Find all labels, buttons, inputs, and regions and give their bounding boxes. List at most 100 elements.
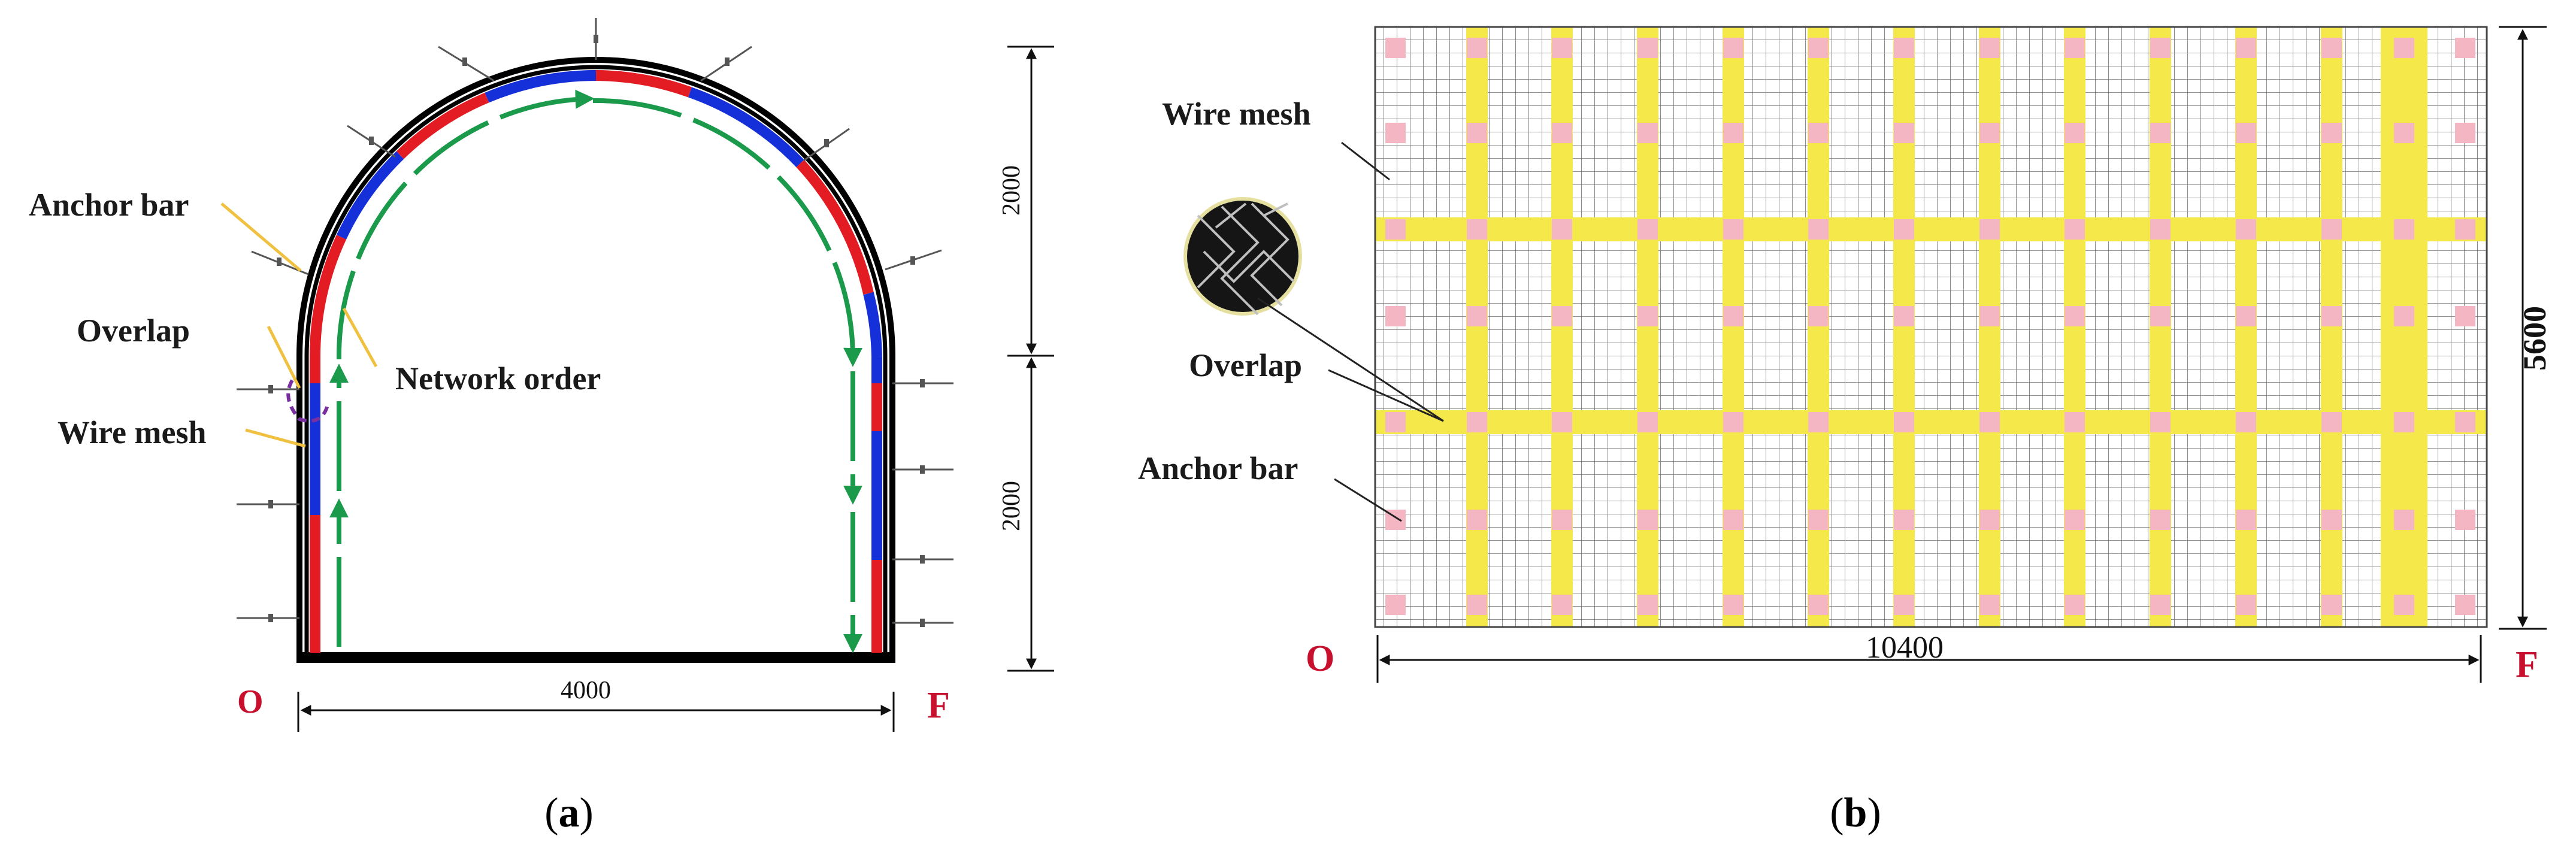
anchor-bar-marker bbox=[1552, 123, 1572, 143]
anchor-bar-marker bbox=[2150, 219, 2171, 240]
anchor-bar-marker bbox=[2394, 306, 2414, 326]
mesh-strip-red bbox=[396, 92, 489, 159]
anchor-bar-marker bbox=[2455, 123, 2475, 143]
anchor-bar-marker bbox=[2394, 219, 2414, 240]
anchor-bar-marker bbox=[1979, 38, 2000, 58]
anchor-bar-marker bbox=[2321, 219, 2342, 240]
anchor-bar-marker bbox=[2455, 510, 2475, 530]
anchor-bar-marker bbox=[2150, 412, 2171, 432]
overlap-band bbox=[1551, 27, 1573, 627]
anchor-bar-marker bbox=[2321, 38, 2342, 58]
anchor-bar-marker bbox=[1894, 412, 1914, 432]
anchor-bar-marker bbox=[1808, 219, 1829, 240]
mesh-strip-red bbox=[796, 159, 874, 295]
overlap-band bbox=[1808, 27, 1829, 627]
dimension-width-a bbox=[297, 692, 895, 732]
overlap-band bbox=[2064, 27, 2085, 627]
anchor-bar-marker bbox=[1467, 412, 1487, 432]
anchor-bar-marker bbox=[1723, 412, 1743, 432]
dimension-height-b-label: 5600 bbox=[2517, 306, 2553, 371]
anchor-bar-marker bbox=[1894, 38, 1914, 58]
mesh-border bbox=[1374, 26, 2488, 628]
anchor-bar-marker bbox=[1723, 595, 1743, 615]
anchor-bar-marker bbox=[2394, 595, 2414, 615]
mesh-strip-blue bbox=[863, 292, 882, 357]
dimension-width-label: 4000 bbox=[561, 677, 611, 704]
anchor-bar-marker bbox=[1979, 595, 2000, 615]
anchor-bar-marker bbox=[1808, 595, 1829, 615]
anchor-bar-marker bbox=[1723, 306, 1743, 326]
tunnel-lining bbox=[296, 57, 895, 663]
overlap-band-wide bbox=[2381, 27, 2427, 627]
anchor-bar-marker bbox=[2321, 123, 2342, 143]
anchor-bar-marker bbox=[1385, 123, 1406, 143]
anchor-bar-marker bbox=[1467, 510, 1487, 530]
overlap-band bbox=[1723, 27, 1744, 627]
anchor-bar-marker bbox=[1808, 306, 1829, 326]
overlap-mark bbox=[286, 379, 330, 423]
anchor-bars bbox=[237, 18, 953, 624]
anchor-bar-marker bbox=[2065, 219, 2085, 240]
anchor-bar-marker bbox=[1552, 306, 1572, 326]
anchor-bar-marker bbox=[1467, 595, 1487, 615]
anchor-bar-marker bbox=[1552, 510, 1572, 530]
anchor-bar-marker bbox=[1467, 123, 1487, 143]
label-overlap-b: Overlap bbox=[1189, 347, 1302, 383]
overlap-band bbox=[1375, 410, 2487, 434]
anchor-bar-marker bbox=[1723, 219, 1743, 240]
anchor-bar-marker bbox=[2455, 306, 2475, 326]
anchor-bar-heads bbox=[268, 35, 925, 627]
caption-a-letter: a bbox=[559, 790, 580, 836]
caption-a: (a) bbox=[544, 790, 594, 836]
mesh-strips bbox=[309, 70, 882, 653]
overlap-band bbox=[1375, 217, 2487, 241]
anchor-bar-marker bbox=[1385, 306, 1406, 326]
anchor-bar-marker bbox=[1637, 306, 1658, 326]
anchor-bar-marker bbox=[2394, 510, 2414, 530]
anchor-bar-marker bbox=[2236, 38, 2256, 58]
anchor-bar-marker bbox=[1467, 38, 1487, 58]
anchor-bar-marker bbox=[1637, 219, 1658, 240]
anchor-bar-marker bbox=[2150, 595, 2171, 615]
label-anchor-bar: Anchor bar bbox=[29, 187, 189, 223]
anchor-bar-marker bbox=[1552, 219, 1572, 240]
mesh-strip-blue bbox=[688, 87, 804, 168]
anchor-bar-marker bbox=[2065, 38, 2085, 58]
anchor-bar-marker bbox=[1894, 510, 1914, 530]
dimension-width-b bbox=[1376, 635, 2482, 683]
anchor-bar-marker bbox=[2150, 306, 2171, 326]
overlap-band bbox=[1637, 27, 1658, 627]
anchor-bar-marker bbox=[2150, 38, 2171, 58]
anchor-bar-marker bbox=[1385, 38, 1406, 58]
anchor-bar-marker bbox=[2236, 412, 2256, 432]
anchor-bar-marker bbox=[2150, 510, 2171, 530]
anchor-bar-marker bbox=[2236, 510, 2256, 530]
anchor-bar-marker bbox=[2321, 510, 2342, 530]
anchor-bar-marker bbox=[1894, 123, 1914, 143]
anchor-bar-marker bbox=[2394, 412, 2414, 432]
anchor-bar-marker bbox=[1979, 219, 2000, 240]
network-order-arrows bbox=[329, 89, 863, 653]
anchor-bar-marker bbox=[2321, 412, 2342, 432]
panel-a: Anchor bar Overlap Wire mesh Network ord… bbox=[29, 18, 1054, 836]
overlap-band bbox=[1979, 27, 2000, 627]
anchor-bar-marker bbox=[2321, 306, 2342, 326]
anchor-bar-marker bbox=[1808, 38, 1829, 58]
anchor-bar-marker bbox=[1979, 412, 2000, 432]
anchor-bar-marker bbox=[1723, 510, 1743, 530]
dimension-height-a bbox=[1007, 46, 1054, 672]
anchor-bar-marker bbox=[2236, 123, 2256, 143]
anchor-bar-marker bbox=[1552, 412, 1572, 432]
anchor-bar-marker bbox=[2394, 38, 2414, 58]
anchor-bar-marker bbox=[2236, 219, 2256, 240]
mesh-strip-red bbox=[595, 70, 692, 98]
anchor-bar-marker bbox=[1467, 219, 1487, 240]
anchor-bar-marker bbox=[1723, 123, 1743, 143]
anchor-bar-marker bbox=[2455, 595, 2475, 615]
wire-mesh-photo bbox=[1183, 197, 1302, 316]
anchor-bar-marker bbox=[2236, 306, 2256, 326]
anchor-bar-marker bbox=[1637, 510, 1658, 530]
anchor-bar-marker bbox=[1637, 123, 1658, 143]
anchor-bar-marker bbox=[2455, 219, 2475, 240]
